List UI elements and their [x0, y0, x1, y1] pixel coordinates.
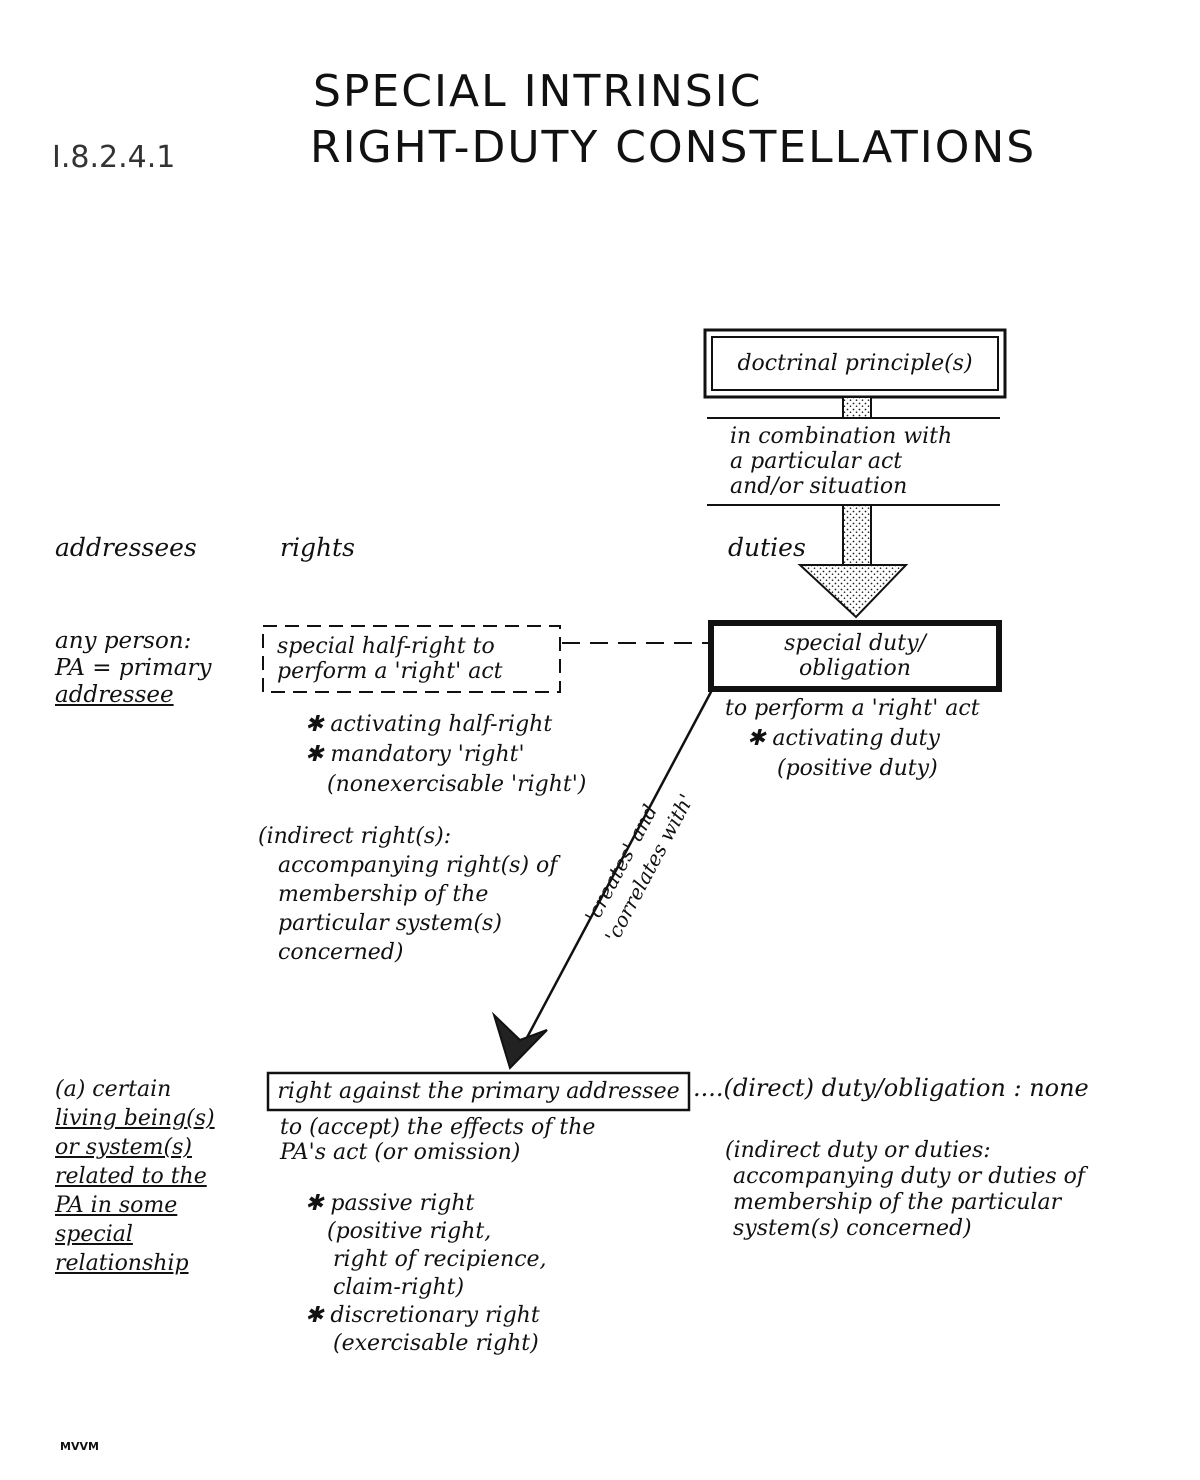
indirect-line: membership of the — [278, 882, 489, 907]
addressee-line: related to the — [55, 1164, 207, 1189]
note-line: ✱ passive right — [305, 1191, 475, 1216]
note-line: ✱ activating duty — [747, 726, 940, 751]
principle-box-inner — [711, 336, 999, 391]
column-header-duties: duties — [728, 533, 806, 562]
arrow-shaft-upper — [842, 396, 872, 419]
arrow-shaft-lower — [842, 504, 872, 566]
right-box-border — [266, 1071, 691, 1112]
indirect-line: membership of the particular — [733, 1190, 1062, 1215]
right-description: to (accept) the effects of the PA's act … — [280, 1115, 595, 1165]
addressee-related-beings: (a) certain living being(s) or system(s)… — [55, 1075, 215, 1278]
creates-arrow-head — [491, 1011, 548, 1070]
principle-label: doctrinal principle(s) — [737, 351, 973, 376]
addressee-line: PA in some — [55, 1193, 178, 1218]
addressee-line: (a) certain — [55, 1077, 172, 1102]
note-line: (nonexercisable 'right') — [327, 772, 587, 797]
title-line-2: RIGHT-DUTY CONSTELLATIONS — [310, 122, 1037, 173]
indirect-duties: (indirect duty or duties: accompanying d… — [725, 1138, 1085, 1242]
note-line: ✱ activating half-right — [305, 712, 553, 737]
right-against-pa-box: right against the primary addressee — [268, 1073, 689, 1110]
direct-duty-none: ....(direct) duty/obligation : none — [693, 1074, 1089, 1102]
duty-box-border — [708, 620, 1002, 692]
duty-box-line: obligation — [799, 656, 911, 681]
right-box-label: right against the primary addressee — [277, 1079, 680, 1104]
creates-arrow-line — [512, 689, 714, 1063]
indirect-rights: (indirect right(s): accompanying right(s… — [258, 822, 557, 967]
note-line: (positive right, — [327, 1219, 492, 1244]
indirect-line: (indirect right(s): — [258, 824, 452, 849]
indirect-line: particular system(s) — [278, 911, 502, 936]
combination-line: in combination with — [730, 424, 953, 449]
desc-line: to (accept) the effects of the — [280, 1115, 596, 1140]
note-line: (positive duty) — [777, 756, 938, 781]
passive-right-notes: ✱ passive right (positive right, right o… — [305, 1190, 547, 1358]
addressee-line: addressee — [55, 682, 174, 708]
addressee-line: special — [55, 1222, 133, 1247]
indirect-line: concerned) — [278, 940, 404, 965]
duty-notes: to perform a 'right' act ✱ activating du… — [725, 694, 980, 784]
duty-box-line: special duty/ — [784, 631, 926, 656]
desc-line: PA's act (or omission) — [280, 1140, 521, 1165]
indirect-line: accompanying right(s) of — [278, 853, 558, 878]
column-header-rights: rights — [280, 533, 355, 562]
note-line: to perform a 'right' act — [725, 696, 980, 721]
combination-line: and/or situation — [730, 474, 908, 499]
title-line-1: SPECIAL INTRINSIC — [313, 66, 763, 117]
down-arrow-head — [797, 564, 909, 619]
note-line: right of recipience, — [333, 1247, 547, 1272]
note-line: ✱ discretionary right — [305, 1303, 540, 1328]
addressee-any-person: any person: PA = primary addressee — [55, 628, 211, 709]
note-line: (exercisable right) — [333, 1331, 539, 1356]
half-right-notes: ✱ activating half-right ✱ mandatory 'rig… — [305, 710, 586, 800]
note-line: claim-right) — [333, 1275, 465, 1300]
indirect-line: accompanying duty or duties of — [733, 1164, 1086, 1189]
half-right-box-border — [262, 625, 561, 693]
section-number: I.8.2.4.1 — [52, 140, 176, 175]
half-right-box: special half-right to perform a 'right' … — [263, 626, 560, 692]
combination-text: in combination with a particular act and… — [730, 424, 952, 499]
addressee-line: relationship — [55, 1251, 189, 1276]
addressee-line: or system(s) — [55, 1135, 192, 1160]
addressee-line: living being(s) — [55, 1106, 215, 1131]
indirect-line: system(s) concerned) — [733, 1216, 972, 1241]
combination-line: a particular act — [730, 449, 903, 474]
half-right-line: special half-right to — [277, 634, 495, 659]
addressee-line: any person: — [55, 628, 192, 654]
note-line: ✱ mandatory 'right' — [305, 742, 525, 767]
duty-box: special duty/ obligation — [711, 623, 999, 689]
indirect-line: (indirect duty or duties: — [725, 1138, 991, 1163]
addressee-line: PA = primary — [55, 655, 212, 681]
half-right-line: perform a 'right' act — [277, 659, 503, 684]
principle-box: doctrinal principle(s) — [712, 337, 998, 390]
author-initials: MVVM — [60, 1440, 99, 1453]
column-header-addressees: addressees — [55, 533, 197, 562]
